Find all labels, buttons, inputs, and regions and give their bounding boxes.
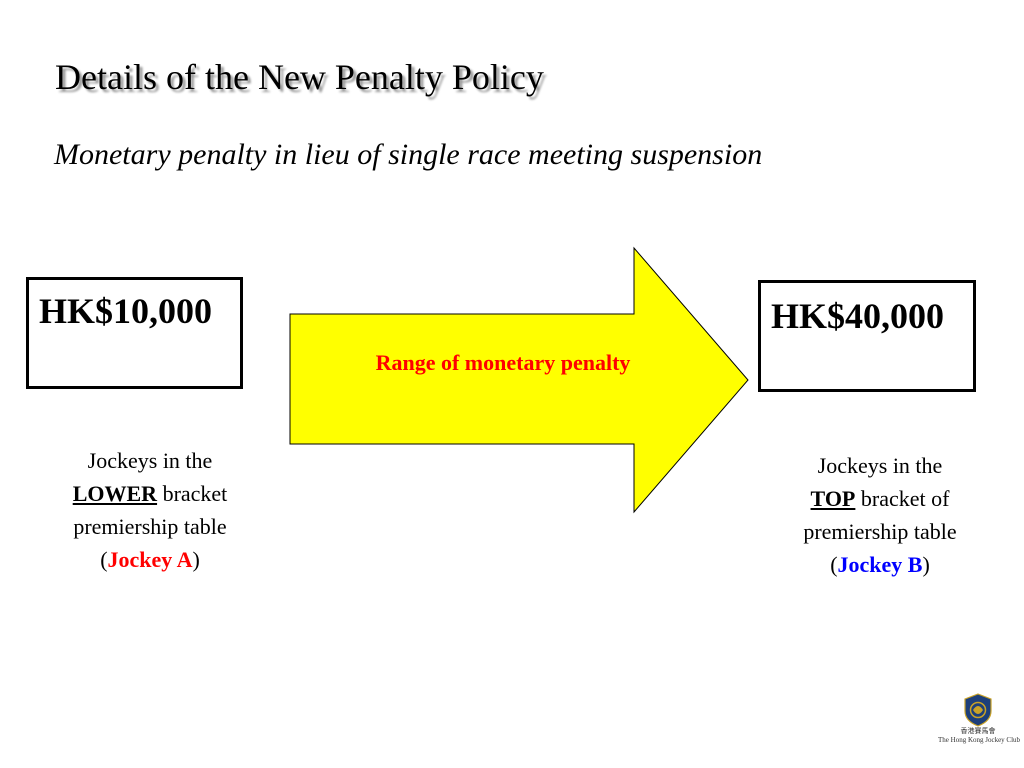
hkjc-logo: 香港賽馬會 The Hong Kong Jockey Club: [938, 693, 1021, 755]
hkjc-name-english: The Hong Kong Jockey Club: [938, 736, 1021, 744]
top-caption-line1: Jockeys in the: [817, 453, 943, 478]
lower-bracket-emphasis: LOWER: [72, 481, 158, 506]
top-caption-line2: TOP bracket of: [760, 482, 1000, 515]
top-bracket-emphasis: TOP: [810, 486, 856, 511]
hkjc-emblem-icon: [964, 693, 992, 727]
range-arrow-label: Range of monetary penalty: [375, 350, 631, 375]
jockey-b-label: Jockey B: [837, 552, 923, 577]
jockey-a-label: Jockey A: [107, 547, 193, 572]
lower-caption-line1: Jockeys in the: [87, 448, 213, 473]
page-title: Details of the New Penalty Policy: [55, 57, 544, 97]
page-subtitle: Monetary penalty in lieu of single race …: [54, 138, 763, 171]
top-caption-line4: (Jockey B): [830, 552, 930, 577]
min-penalty-box: HK$10,000: [26, 277, 243, 389]
range-arrow-shape: [289, 246, 749, 514]
min-penalty-amount: HK$10,000: [39, 291, 213, 331]
lower-bracket-caption: Jockeys in the LOWER bracket premiership…: [30, 444, 270, 576]
top-caption-line3: premiership table: [803, 519, 957, 544]
lower-caption-line2: LOWER bracket: [30, 477, 270, 510]
max-penalty-amount: HK$40,000: [771, 296, 945, 336]
lower-caption-line3: premiership table: [73, 514, 227, 539]
hkjc-name-chinese: 香港賽馬會: [960, 727, 996, 735]
lower-caption-line4: (Jockey A): [100, 547, 200, 572]
top-bracket-caption: Jockeys in the TOP bracket of premiershi…: [760, 449, 1000, 581]
lower-caption-line2-rest: bracket: [162, 481, 228, 506]
range-arrow: [289, 246, 749, 514]
max-penalty-box: HK$40,000: [758, 280, 976, 392]
top-caption-line2-rest: bracket of: [860, 486, 950, 511]
